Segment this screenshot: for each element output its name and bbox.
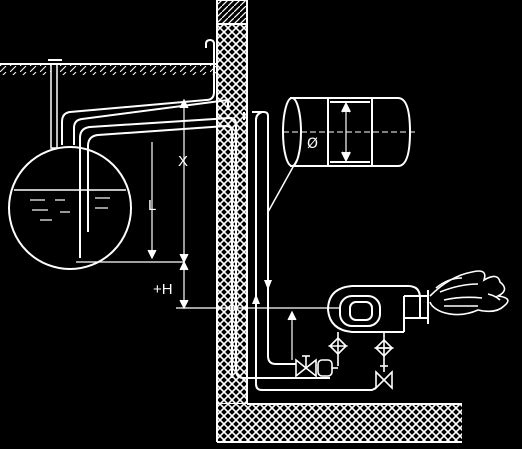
burner <box>327 285 429 333</box>
oil-lines <box>73 98 377 391</box>
h-height-label: +H <box>153 281 173 298</box>
ground-surface <box>0 63 217 75</box>
oil-tank <box>8 59 132 270</box>
pipe-detail <box>267 97 416 213</box>
vent-pipe <box>61 38 215 145</box>
diameter-label: Ø <box>307 136 318 152</box>
building-wall <box>216 0 462 443</box>
flame <box>429 270 509 316</box>
flow-arrows <box>252 280 272 304</box>
x-distance-label: X <box>178 153 188 170</box>
valves-and-filter <box>295 332 394 390</box>
dimension-lines <box>76 98 340 360</box>
l-length-label: L <box>148 197 156 214</box>
